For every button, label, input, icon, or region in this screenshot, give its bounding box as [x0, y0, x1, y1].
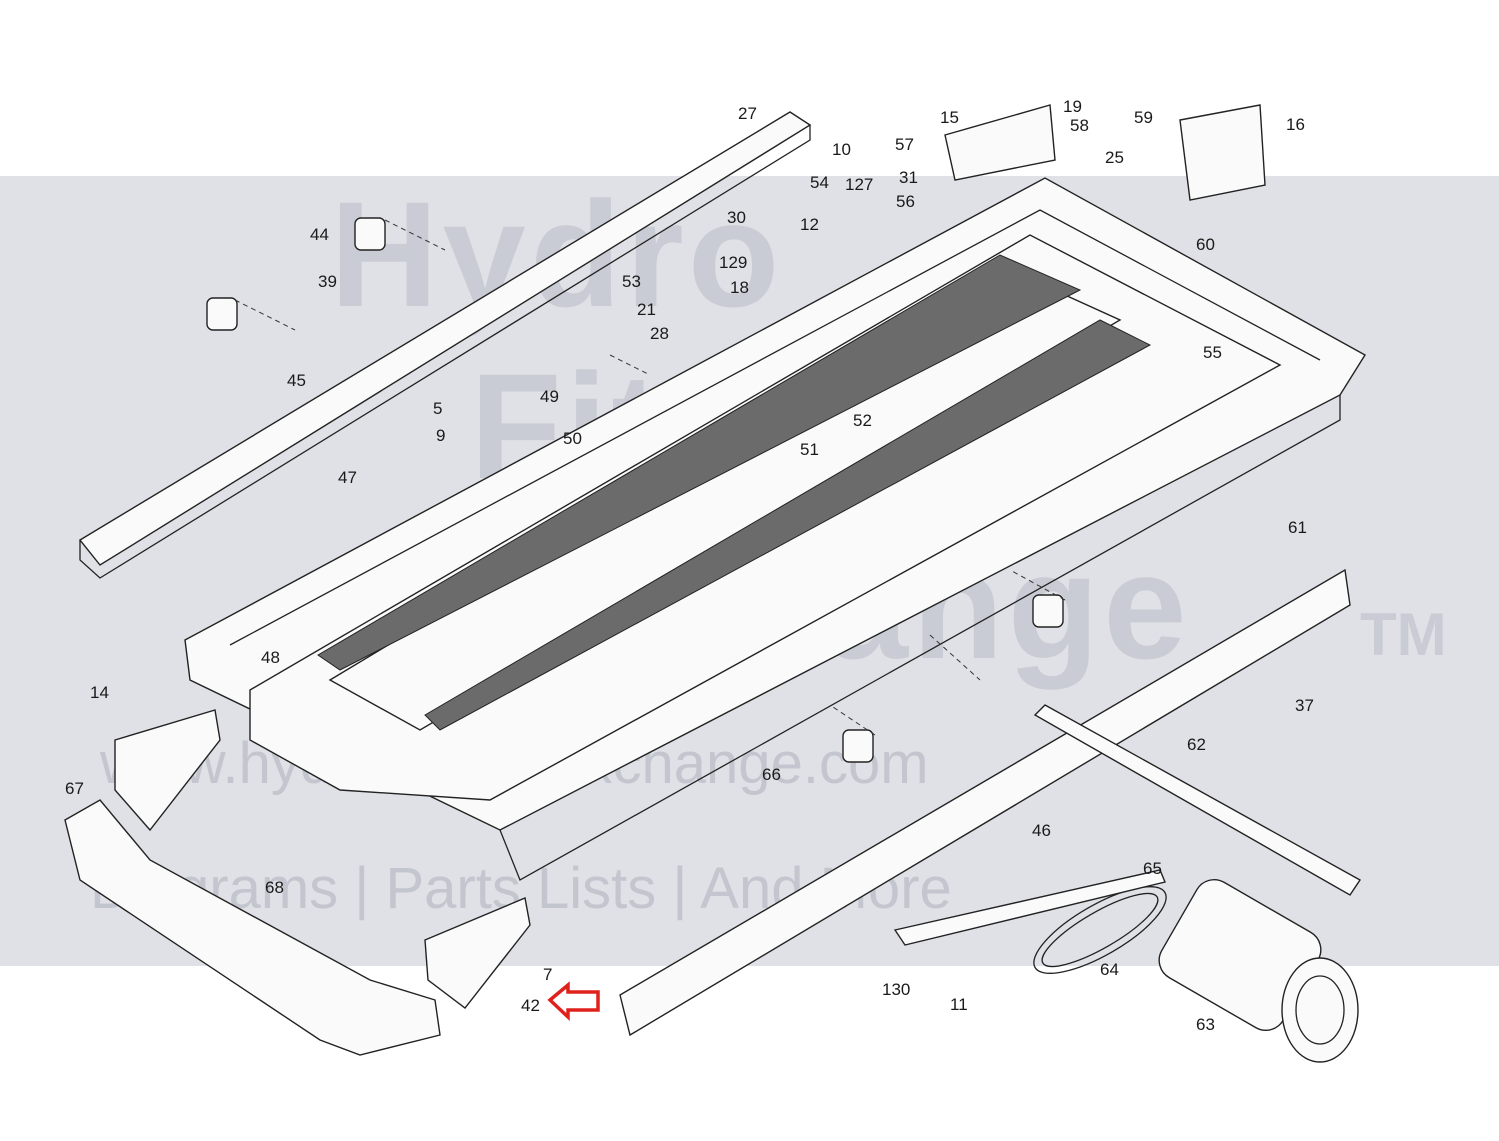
callout-49: 49	[540, 387, 559, 406]
callout-39: 39	[318, 272, 337, 291]
callout-52: 52	[853, 411, 872, 430]
callout-31: 31	[899, 168, 918, 187]
callout-14: 14	[90, 683, 109, 702]
callout-21: 21	[637, 300, 656, 319]
callout-5: 5	[433, 399, 442, 418]
callout-18: 18	[730, 278, 749, 297]
callout-9: 9	[436, 426, 445, 445]
callout-57: 57	[895, 135, 914, 154]
callout-15: 15	[940, 108, 959, 127]
callout-67: 67	[65, 779, 84, 798]
deck	[249, 234, 1282, 801]
controller-board	[944, 104, 1056, 181]
callout-42: 42	[521, 996, 540, 1015]
side-rail-right	[619, 568, 1351, 1037]
callout-54: 54	[810, 173, 829, 192]
callout-53: 53	[622, 272, 641, 291]
callout-64: 64	[1100, 960, 1119, 979]
callout-51: 51	[800, 440, 819, 459]
callout-68: 68	[265, 878, 284, 897]
incline-tube	[893, 869, 1166, 946]
drive-belt	[1033, 886, 1167, 974]
callout-28: 28	[650, 324, 669, 343]
callout-130: 130	[882, 980, 910, 999]
callout-25: 25	[1105, 148, 1124, 167]
callout-55: 55	[1203, 343, 1222, 362]
callout-30: 30	[727, 208, 746, 227]
callout-7: 7	[543, 965, 552, 984]
callout-56: 56	[896, 192, 915, 211]
callout-12: 12	[800, 215, 819, 234]
callout-16: 16	[1286, 115, 1305, 134]
callout-63: 63	[1196, 1015, 1215, 1034]
motor	[1158, 878, 1359, 1063]
callout-46: 46	[1032, 821, 1051, 840]
front-hood	[64, 799, 441, 1056]
callout-19: 19	[1063, 97, 1082, 116]
side-rail-left	[78, 111, 812, 579]
callout-50: 50	[563, 429, 582, 448]
callout-127: 127	[845, 175, 873, 194]
callout-129: 129	[719, 253, 747, 272]
motor-board	[1179, 104, 1266, 201]
callout-65: 65	[1143, 859, 1162, 878]
part-callouts: 27 10 57 15 19 58 59 16 25 31 56 54 127 …	[65, 97, 1314, 1034]
callout-58: 58	[1070, 116, 1089, 135]
highlight-arrow	[547, 981, 600, 1022]
callout-37: 37	[1295, 696, 1314, 715]
callout-27: 27	[738, 104, 757, 123]
callout-59: 59	[1134, 108, 1153, 127]
callout-66: 66	[762, 765, 781, 784]
callout-45: 45	[287, 371, 306, 390]
callout-61: 61	[1288, 518, 1307, 537]
callout-62: 62	[1187, 735, 1206, 754]
callout-47: 47	[338, 468, 357, 487]
callout-44: 44	[310, 225, 329, 244]
callout-48: 48	[261, 648, 280, 667]
crossbar	[1033, 704, 1362, 896]
assembly-dash-lines	[234, 219, 1066, 736]
callout-11: 11	[950, 995, 968, 1014]
endcap-right	[424, 897, 531, 1009]
callout-60: 60	[1196, 235, 1215, 254]
leveling-feet	[206, 217, 1064, 763]
endcap-left	[114, 709, 221, 832]
callout-10: 10	[832, 140, 851, 159]
